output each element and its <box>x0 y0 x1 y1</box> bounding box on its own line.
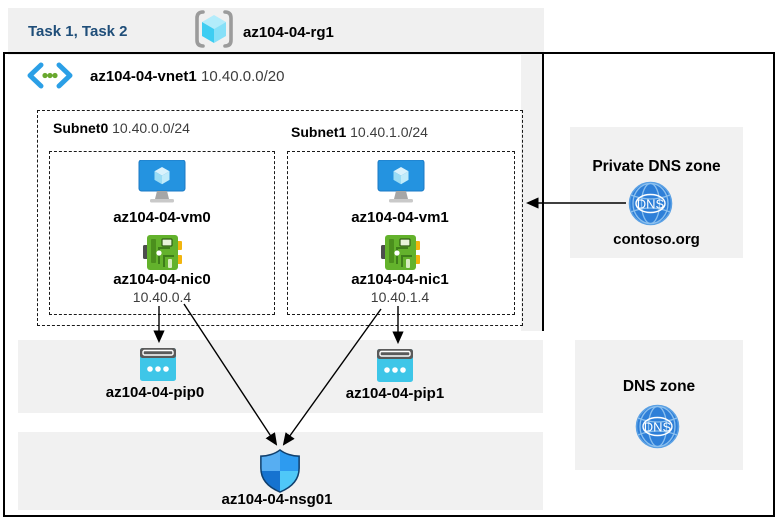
subnet0-cidr: 10.40.0.0/24 <box>112 120 190 136</box>
nic0-name: az104-04-nic0 <box>113 271 211 288</box>
task12-band <box>8 8 544 55</box>
nsg-shield-icon <box>260 449 300 493</box>
subnet1-cidr: 10.40.1.0/24 <box>350 124 428 140</box>
subnet0-name: Subnet0 <box>53 120 109 136</box>
subnet0-dashed-box <box>49 151 275 315</box>
dns-globe-icon: DNS <box>635 404 680 449</box>
dns-zone-title: DNS zone <box>622 378 696 395</box>
private-dns-zone-title: Private DNS zone <box>592 158 721 175</box>
vnet-edge-strip <box>521 55 543 331</box>
svg-text:DNS: DNS <box>644 420 672 435</box>
public-ip-icon <box>140 348 176 381</box>
nic0-ip: 10.40.0.4 <box>132 289 192 305</box>
vm-icon <box>138 160 186 203</box>
subnets-dashed-box <box>37 110 523 326</box>
vnet-cidr: 10.40.0.0/20 <box>201 68 285 85</box>
nic-icon <box>143 235 182 270</box>
task12-label: Task 1, Task 2 <box>28 23 128 40</box>
pip0-name: az104-04-pip0 <box>105 384 205 401</box>
resource-group-icon <box>195 10 233 48</box>
environment-box <box>3 52 775 517</box>
dns-zone-name: contoso.org <box>613 231 700 248</box>
vnet-name: az104-04-vnet1 <box>90 68 197 85</box>
nic-icon <box>381 235 420 270</box>
task3-band <box>18 340 543 413</box>
resource-group-name: az104-04-rg1 <box>243 24 334 41</box>
vm1-name: az104-04-vm1 <box>351 209 449 226</box>
nic1-ip: 10.40.1.4 <box>370 289 430 305</box>
public-ip-icon <box>377 349 413 382</box>
vnet-icon <box>27 62 73 89</box>
subnet0-label: Subnet0 10.40.0.0/24 <box>53 120 190 136</box>
vnet-title: az104-04-vnet1 10.40.0.0/20 <box>90 68 284 86</box>
vm0-name: az104-04-vm0 <box>113 209 211 226</box>
vm-icon <box>377 160 425 203</box>
subnet1-dashed-box <box>287 151 515 315</box>
nic1-name: az104-04-nic1 <box>351 271 449 288</box>
subnet1-name: Subnet1 <box>291 124 347 140</box>
nsg-name: az104-04-nsg01 <box>221 491 333 508</box>
subnet1-label: Subnet1 10.40.1.0/24 <box>291 124 428 140</box>
svg-text:DNS: DNS <box>637 197 665 212</box>
pip1-name: az104-04-pip1 <box>345 385 445 402</box>
dns-globe-icon: DNS <box>628 181 673 226</box>
